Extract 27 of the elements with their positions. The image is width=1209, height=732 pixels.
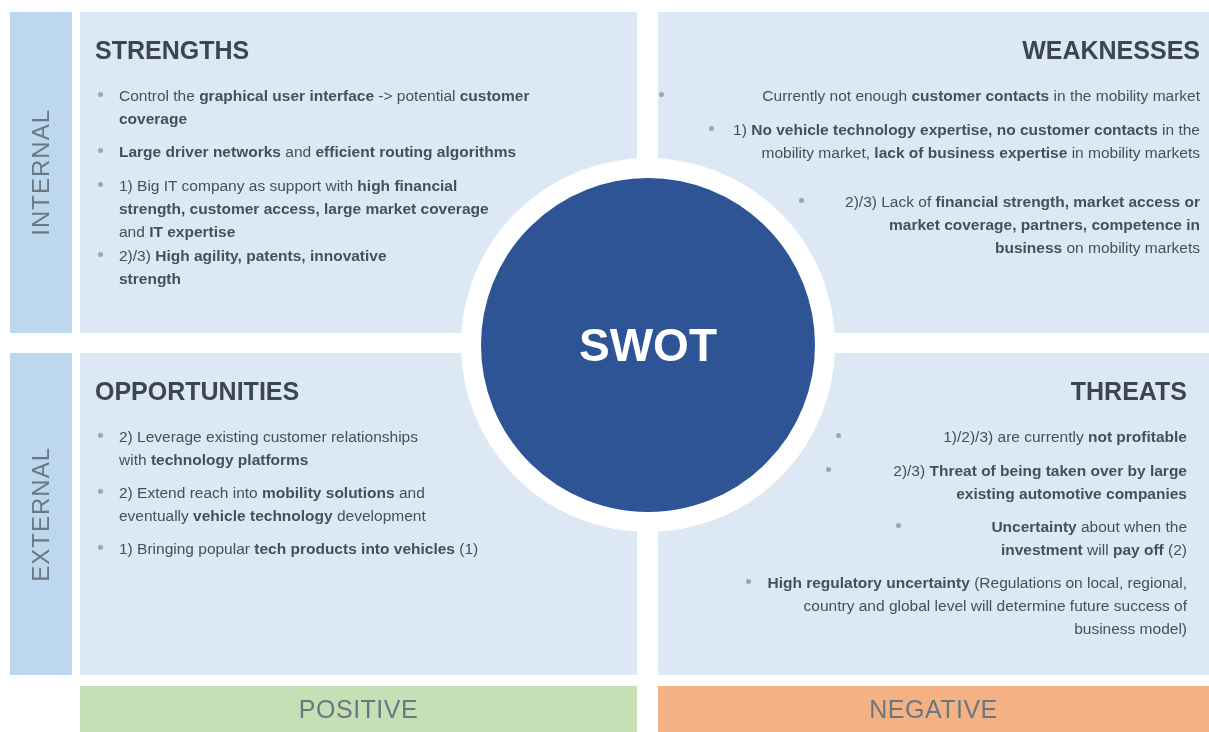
bullet-text: Large driver networks and efficient routing algorithms — [119, 142, 518, 162]
bullet-text: Currently not enough customer contacts in the mobility market — [761, 86, 1200, 106]
band-label: NEGATIVE — [869, 694, 998, 724]
bullet-text: Uncertainty about when the investment will pay off (2) — [990, 517, 1187, 560]
bullet-text: High regulatory uncertainty (Regulations on local, regional, country and global level will determine future success of business model) — [767, 573, 1187, 639]
category-band — [10, 353, 72, 675]
circle-label: SWOT — [579, 318, 717, 372]
bullet-text: 2)/3) High agility, patents, innovative strength — [119, 246, 388, 289]
bullet-text: Control the graphical user interface -> potential customer coverage — [119, 86, 531, 129]
category-band — [80, 686, 637, 732]
quadrant-heading: STRENGTHS — [95, 36, 250, 65]
band-label: EXTERNAL — [27, 446, 55, 582]
quadrant-heading: THREATS — [1070, 377, 1187, 406]
bullet-text: 1) Big IT company as support with high financial strength, customer access, large market coverage and IT expertise — [119, 176, 490, 242]
band-label: INTERNAL — [27, 109, 55, 236]
bullet-text: 2) Extend reach into mobility solutions and eventually vehicle technology development — [119, 483, 427, 526]
bullet-text: 1)/2)/3) are currently not profitable — [942, 427, 1187, 447]
band-label: POSITIVE — [298, 694, 419, 724]
bullet-text: 2) Leverage existing customer relationships with technology platforms — [119, 427, 419, 470]
category-band — [658, 686, 1209, 732]
bullet-text: 2)/3) Threat of being taken over by large existing automotive companies — [892, 461, 1187, 504]
quadrant-heading: OPPORTUNITIES — [95, 377, 300, 406]
bullet-text: 1) Bringing popular tech products into vehicles (1) — [119, 539, 480, 559]
bullet-text: 2)/3) Lack of financial strength, market access or market coverage, partners, competence in business on mobility markets — [844, 192, 1200, 258]
quadrant-heading: WEAKNESSES — [1022, 36, 1200, 65]
bullet-text: 1) No vehicle technology expertise, no customer contacts in the mobility market, lack of business expertise in mobility markets — [732, 120, 1200, 163]
category-band — [10, 12, 72, 333]
